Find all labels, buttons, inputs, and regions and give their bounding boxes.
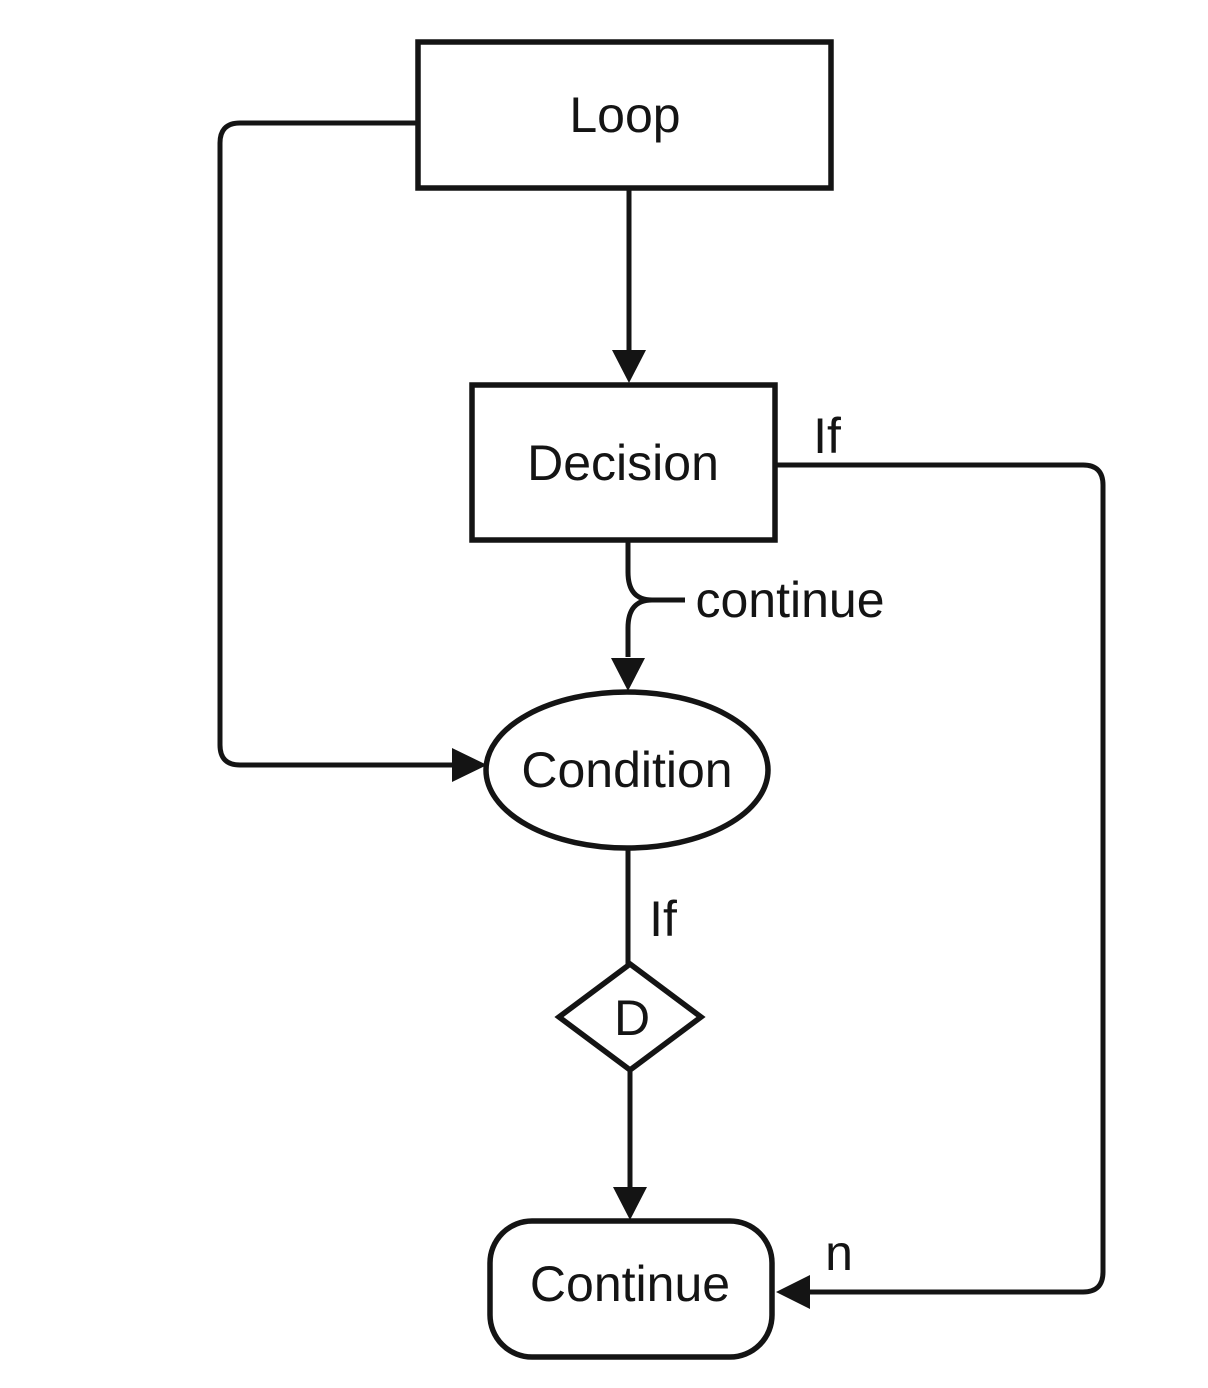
decision-rectangle: [469, 382, 778, 543]
arrowhead-decision-to-continue: [776, 1275, 810, 1309]
node-condition: Condition: [483, 689, 771, 851]
edge-label-if-bottom: If: [649, 891, 677, 947]
loop-rectangle: [415, 39, 834, 191]
edge-label-if-right: If: [813, 408, 841, 464]
node-loop: Loop: [415, 39, 834, 191]
continue-rounded-rectangle: [487, 1218, 775, 1360]
edge-label-n: n: [825, 1225, 853, 1281]
edges: [217, 120, 1106, 1309]
edge-decision-to-condition-lower: [625, 597, 653, 657]
edge-decision-to-condition-upper: [625, 540, 685, 603]
arrowhead-d-to-continue: [613, 1187, 647, 1220]
d-diamond: [554, 960, 706, 1074]
arrowhead-loop-to-decision: [612, 350, 646, 383]
condition-ellipse: [483, 689, 771, 851]
node-continue: Continue: [487, 1218, 775, 1360]
edge-decision-to-continue: [775, 462, 1106, 1295]
edge-loop-to-condition: [217, 120, 452, 768]
edge-labels: If continue If n: [649, 408, 884, 1281]
node-decision: Decision: [469, 382, 778, 543]
d-label: D: [614, 990, 650, 1046]
loop-label: Loop: [569, 87, 680, 143]
decision-label: Decision: [527, 435, 719, 491]
arrowhead-loop-to-condition: [452, 748, 487, 782]
arrowhead-decision-to-condition: [611, 658, 645, 691]
continue-label: Continue: [530, 1256, 730, 1312]
node-d: D: [554, 960, 706, 1074]
nodes: Loop Decision Condition D Continue: [415, 39, 834, 1360]
edge-label-continue: continue: [695, 572, 884, 628]
condition-label: Condition: [521, 742, 732, 798]
